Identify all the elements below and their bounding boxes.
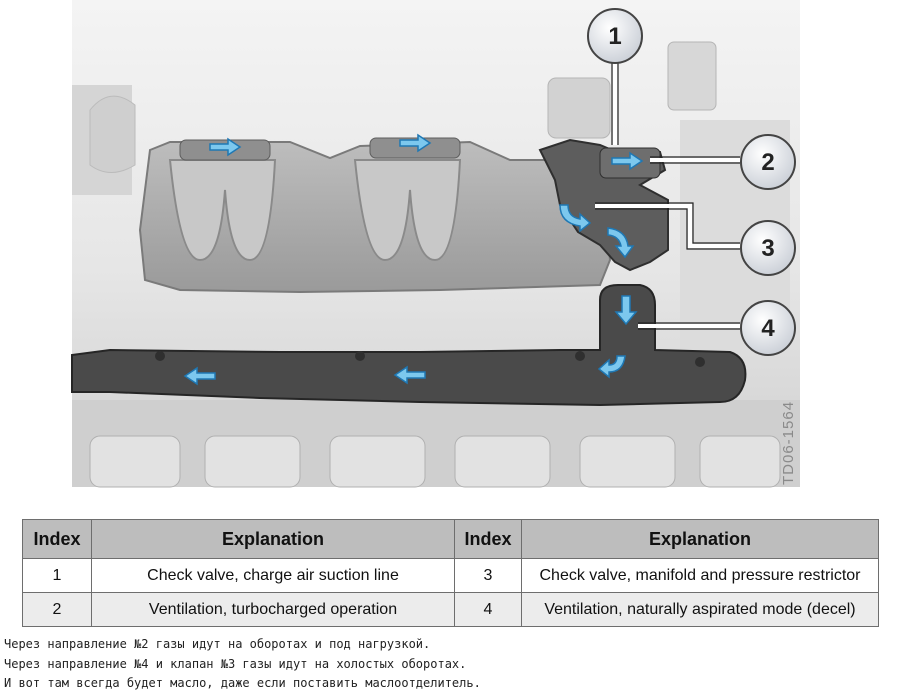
callout-3: 3 <box>740 220 796 276</box>
table-cell-index: 2 <box>22 592 92 627</box>
table-row: 1 Check valve, charge air suction line 3… <box>22 558 879 593</box>
callout-3-label: 3 <box>761 235 774 262</box>
note-line: Через направление №4 и клапан №3 газы ид… <box>4 656 467 671</box>
callout-2-label: 2 <box>761 149 774 176</box>
flow-arrow-left-1 <box>393 365 426 385</box>
cylinder-head <box>72 400 800 487</box>
bg-connector-top <box>547 77 611 139</box>
head-bosses <box>89 435 781 488</box>
figure-watermark: TD06-1564 <box>780 401 797 485</box>
table-cell-explanation: Check valve, manifold and pressure restr… <box>521 558 879 593</box>
callout-2: 2 <box>740 134 796 190</box>
callout-1-label: 1 <box>608 23 621 50</box>
legend-table: Index Explanation Index Explanation 1 Ch… <box>22 519 879 627</box>
manifold-runners <box>168 159 462 262</box>
leader-lines <box>595 62 740 328</box>
callout-4-label: 4 <box>761 315 775 342</box>
table-header-index-1: Index <box>22 519 92 559</box>
table-header-explanation-2: Explanation <box>521 519 879 559</box>
flow-arrow-right-1 <box>209 137 242 157</box>
manifold-top-flange-right <box>369 137 461 159</box>
note-line: Через направление №2 газы идут на оборот… <box>4 637 431 651</box>
callout-4: 4 <box>740 300 796 356</box>
table-header-explanation-1: Explanation <box>91 519 455 559</box>
engine-diagram-svg: 1 2 3 4 TD06-1564 <box>71 0 800 488</box>
table-cell-explanation: Ventilation, turbocharged operation <box>91 592 455 627</box>
flow-arrow-curve-3 <box>597 355 626 379</box>
bg-sensor-right <box>667 41 717 111</box>
table-row: 2 Ventilation, turbocharged operation 4 … <box>22 592 879 627</box>
table-cell-index: 4 <box>454 592 522 627</box>
flow-arrow-curve-2 <box>607 227 635 259</box>
table-cell-index: 1 <box>22 558 92 593</box>
callout-1: 1 <box>587 8 643 64</box>
table-cell-index: 3 <box>454 558 522 593</box>
flow-arrow-curve-1 <box>559 204 592 233</box>
leader-lines-outline <box>595 62 740 330</box>
table-cell-explanation: Check valve, charge air suction line <box>91 558 455 593</box>
engine-diagram: 1 2 3 4 TD06-1564 <box>71 0 800 488</box>
flow-arrow-right-3 <box>611 151 644 171</box>
table-header-index-2: Index <box>454 519 522 559</box>
table-header-row: Index Explanation Index Explanation <box>22 519 879 559</box>
bg-bracket <box>89 95 136 173</box>
flow-arrows <box>183 133 644 386</box>
note-line: И вот там всегда будет масло, даже если … <box>4 676 481 690</box>
notes-text: Через направление №2 газы идут на оборот… <box>4 635 904 694</box>
flow-arrow-down <box>614 295 638 326</box>
flow-arrow-left-2 <box>183 366 216 386</box>
vent-line-bolts <box>155 351 705 367</box>
table-cell-explanation: Ventilation, naturally aspirated mode (d… <box>521 592 879 627</box>
flow-arrow-right-2 <box>399 133 432 153</box>
